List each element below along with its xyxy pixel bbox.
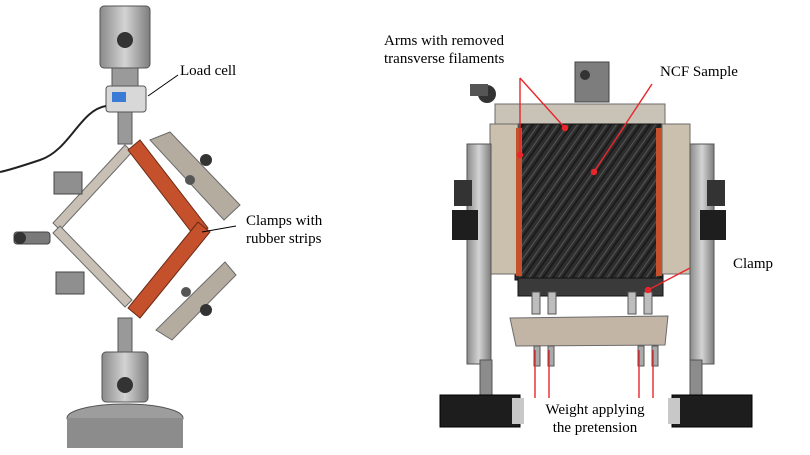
clamp-plate-bottom-right <box>155 261 237 341</box>
pretension-weight-plate <box>509 315 669 347</box>
leader-clamps <box>201 225 237 233</box>
rubber-strip-bottom-right <box>127 221 211 319</box>
red-leader-lines <box>516 77 691 398</box>
label-clamps-line2: rubber strips <box>246 231 322 247</box>
right-column <box>689 143 715 365</box>
label-ncf-sample: NCF Sample <box>660 64 738 80</box>
left-arm <box>489 123 519 275</box>
leader-load-cell <box>147 74 179 97</box>
right-photo-fixture <box>439 61 753 428</box>
label-clamp: Clamp <box>733 256 773 272</box>
rubber-strip-top-right <box>127 139 209 239</box>
left-column <box>466 143 492 365</box>
load-cell-cable <box>0 105 107 173</box>
base-foot-right <box>671 394 753 428</box>
label-clamps-line1: Clamps with <box>246 213 323 229</box>
label-weight-line2: the pretension <box>552 420 638 436</box>
ncf-sample <box>514 123 664 281</box>
clamp-plate-top-right <box>149 131 241 221</box>
top-grip-knob <box>117 32 133 48</box>
label-arms-line2: transverse filaments <box>384 51 505 67</box>
label-load-cell: Load cell <box>180 63 237 79</box>
label-weight-line1: Weight applying <box>545 402 645 418</box>
right-arm <box>661 123 691 275</box>
frame-arm-bottom-left <box>52 225 133 308</box>
label-arms-line1: Arms with removed <box>384 33 504 49</box>
left-photo-shear-frame <box>0 5 241 448</box>
